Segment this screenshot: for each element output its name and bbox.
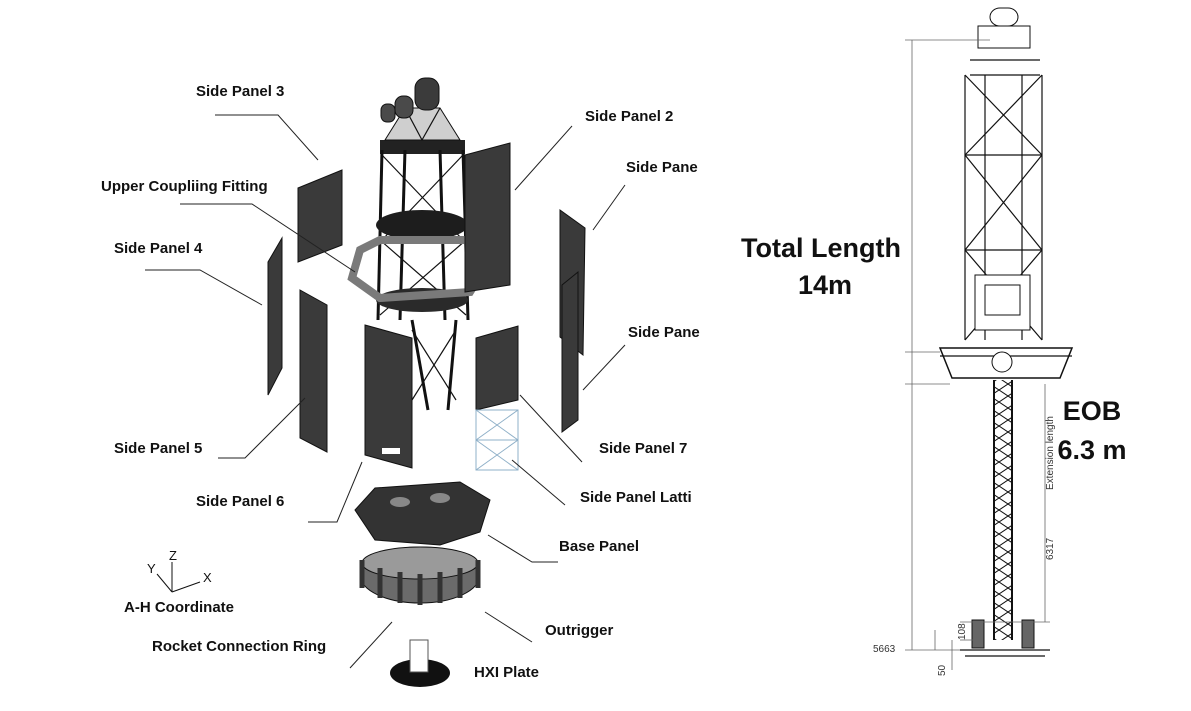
base-panel-shape bbox=[354, 481, 491, 546]
label-side-panel-5: Side Panel 5 bbox=[114, 440, 202, 457]
label-base-panel: Base Panel bbox=[559, 538, 639, 555]
dim-extension-length: Extension length bbox=[1045, 416, 1056, 490]
label-side-panel-4: Side Panel 4 bbox=[114, 240, 203, 257]
label-rocket-ring: Rocket Connection Ring bbox=[152, 638, 326, 655]
dim-108: 108 bbox=[957, 623, 968, 640]
hxi-plate-shape bbox=[409, 639, 429, 673]
side-panel-lattice-shape bbox=[475, 409, 519, 471]
label-upper-coupling: Upper Coupliing Fitting bbox=[101, 178, 268, 195]
label-outrigger: Outrigger bbox=[545, 622, 613, 639]
label-side-panel-6: Side Panel 6 bbox=[196, 493, 284, 510]
rocket-connection-ring-shape bbox=[390, 659, 450, 687]
tower-elevation: 5663 50 108 6317 Extension length Total … bbox=[741, 7, 1127, 676]
label-hxi-plate: HXI Plate bbox=[474, 664, 539, 681]
exploded-assembly: Y Z X Side Panel 3 Side Panel 2 Side Pan… bbox=[101, 77, 700, 687]
side-panel-5-shape bbox=[299, 289, 328, 453]
leader-lines bbox=[145, 114, 626, 669]
upper-truss bbox=[376, 77, 470, 321]
side-panel-2-shape bbox=[464, 142, 511, 293]
label-side-panel-3: Side Panel 3 bbox=[196, 83, 284, 100]
lower-truss bbox=[410, 319, 458, 411]
side-panel-4-shape bbox=[267, 236, 283, 396]
eob-line2: 6.3 m bbox=[1057, 435, 1126, 465]
side-panel-7-shape bbox=[475, 325, 519, 411]
side-panel-8-shape bbox=[561, 270, 579, 433]
label-side-panel-7: Side Panel 7 bbox=[599, 440, 687, 457]
label-side-panel-2: Side Panel 2 bbox=[585, 108, 673, 125]
outrigger-shape bbox=[359, 546, 481, 605]
total-length-line1: Total Length bbox=[741, 233, 901, 263]
panel-6-cutout bbox=[382, 448, 400, 454]
axis-z-label: Z bbox=[169, 548, 177, 563]
side-panel-6-shape bbox=[364, 324, 413, 469]
dim-5663: 5663 bbox=[873, 644, 896, 655]
label-side-panel-1: Side Pane bbox=[626, 159, 698, 176]
dim-50: 50 bbox=[937, 664, 948, 676]
side-panel-3-shape bbox=[297, 169, 343, 263]
label-side-panel-lattice: Side Panel Latti bbox=[580, 489, 692, 506]
axis-x-label: X bbox=[203, 570, 212, 585]
label-side-panel-8: Side Pane bbox=[628, 324, 700, 341]
total-length-line2: 14m bbox=[798, 270, 852, 300]
eob-line1: EOB bbox=[1063, 396, 1122, 426]
dim-6317: 6317 bbox=[1045, 537, 1056, 560]
label-coordinate: A-H Coordinate bbox=[124, 599, 234, 616]
coordinate-triad bbox=[156, 562, 201, 593]
axis-y-label: Y bbox=[147, 561, 156, 576]
